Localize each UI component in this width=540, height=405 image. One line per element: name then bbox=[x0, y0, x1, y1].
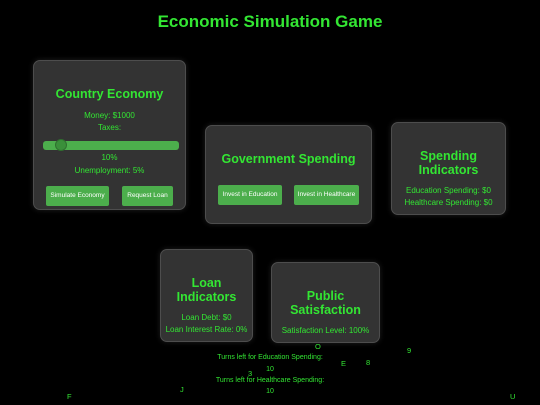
invest-education-button[interactable]: Invest in Education bbox=[218, 185, 282, 205]
taxes-slider[interactable] bbox=[43, 139, 179, 151]
healthcare-turns-label: Turns left for Healthcare Spending: bbox=[215, 377, 325, 384]
country-economy-panel: Country Economy Money: $1000 Taxes: 10% … bbox=[33, 60, 186, 210]
floating-char: 9 bbox=[407, 346, 412, 355]
education-turns-value: 10 bbox=[266, 366, 274, 373]
loan-debt-text: Loan Debt: $0 bbox=[181, 313, 232, 322]
floating-char: O bbox=[315, 342, 321, 351]
public-satisfaction-panel: Public Satisfaction Satisfaction Level: … bbox=[271, 262, 380, 343]
public-satisfaction-heading: Public Satisfaction bbox=[290, 289, 361, 317]
floating-char: 3 bbox=[248, 369, 253, 378]
loan-indicators-panel: Loan Indicators Loan Debt: $0 Loan Inter… bbox=[160, 249, 253, 342]
healthcare-spending-text: Healthcare Spending: $0 bbox=[404, 198, 493, 207]
money-text: Money: $1000 bbox=[84, 111, 135, 120]
page-title: Economic Simulation Game bbox=[157, 12, 383, 31]
floating-char: 8 bbox=[366, 358, 371, 367]
simulate-economy-button[interactable]: Simulate Economy bbox=[46, 186, 109, 206]
education-turns-label: Turns left for Education Spending: bbox=[217, 354, 323, 361]
government-spending-panel: Government Spending Invest in Education … bbox=[205, 125, 372, 224]
floating-char: E bbox=[341, 359, 347, 368]
taxes-label: Taxes: bbox=[97, 123, 122, 132]
floating-char: F bbox=[67, 392, 72, 401]
floating-char: J bbox=[180, 385, 184, 394]
taxes-value: 10% bbox=[101, 153, 118, 162]
spending-indicators-heading: Spending Indicators bbox=[418, 149, 479, 177]
request-loan-button[interactable]: Request Loan bbox=[122, 186, 173, 206]
loan-interest-text: Loan Interest Rate: 0% bbox=[165, 325, 248, 334]
invest-healthcare-button[interactable]: Invest in Healthcare bbox=[294, 185, 359, 205]
country-economy-heading: Country Economy bbox=[55, 87, 164, 101]
education-spending-text: Education Spending: $0 bbox=[406, 186, 491, 195]
government-spending-heading: Government Spending bbox=[221, 152, 356, 166]
loan-indicators-heading: Loan Indicators bbox=[176, 276, 237, 304]
spending-indicators-panel: Spending Indicators Education Spending: … bbox=[391, 122, 506, 215]
floating-char: U bbox=[510, 392, 516, 401]
satisfaction-level-text: Satisfaction Level: 100% bbox=[281, 326, 370, 335]
unemployment-text: Unemployment: 5% bbox=[74, 166, 145, 175]
taxes-slider-thumb[interactable] bbox=[55, 139, 68, 151]
healthcare-turns-value: 10 bbox=[266, 388, 274, 395]
